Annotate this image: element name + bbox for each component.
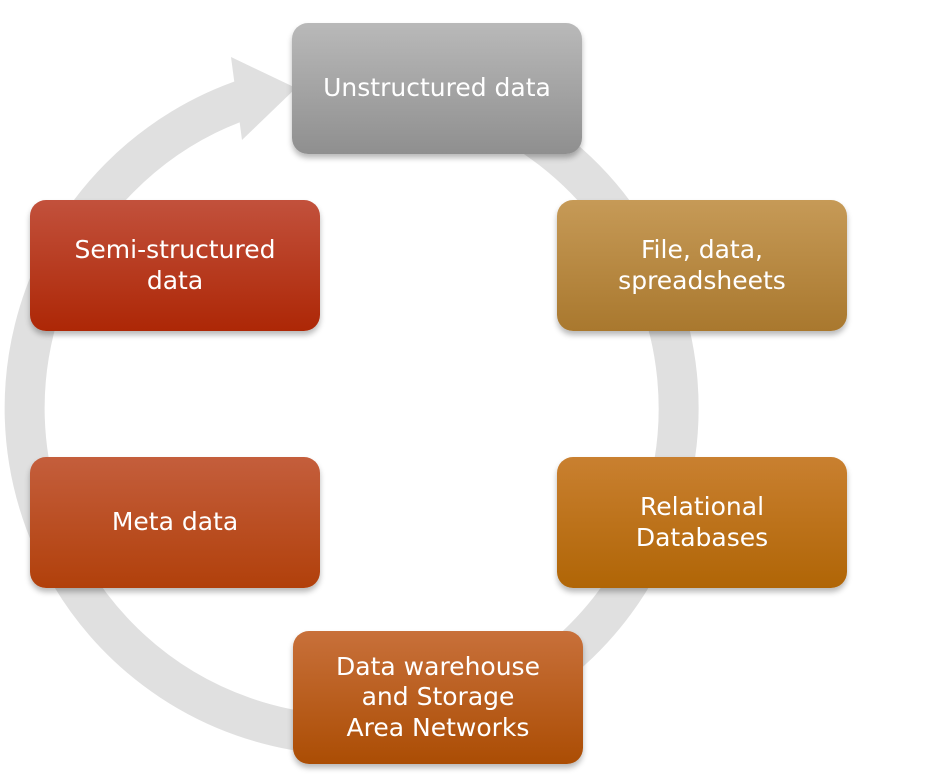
node-semi-structured-data: Semi-structured data [30, 200, 320, 331]
cycle-arrowhead-icon [231, 57, 296, 140]
node-file-data-spreadsheets: File, data, spreadsheets [557, 200, 847, 331]
node-relational-databases: Relational Databases [557, 457, 847, 588]
node-unstructured-data: Unstructured data [292, 23, 582, 154]
node-data-warehouse-san: Data warehouse and Storage Area Networks [293, 631, 583, 764]
node-meta-data: Meta data [30, 457, 320, 588]
